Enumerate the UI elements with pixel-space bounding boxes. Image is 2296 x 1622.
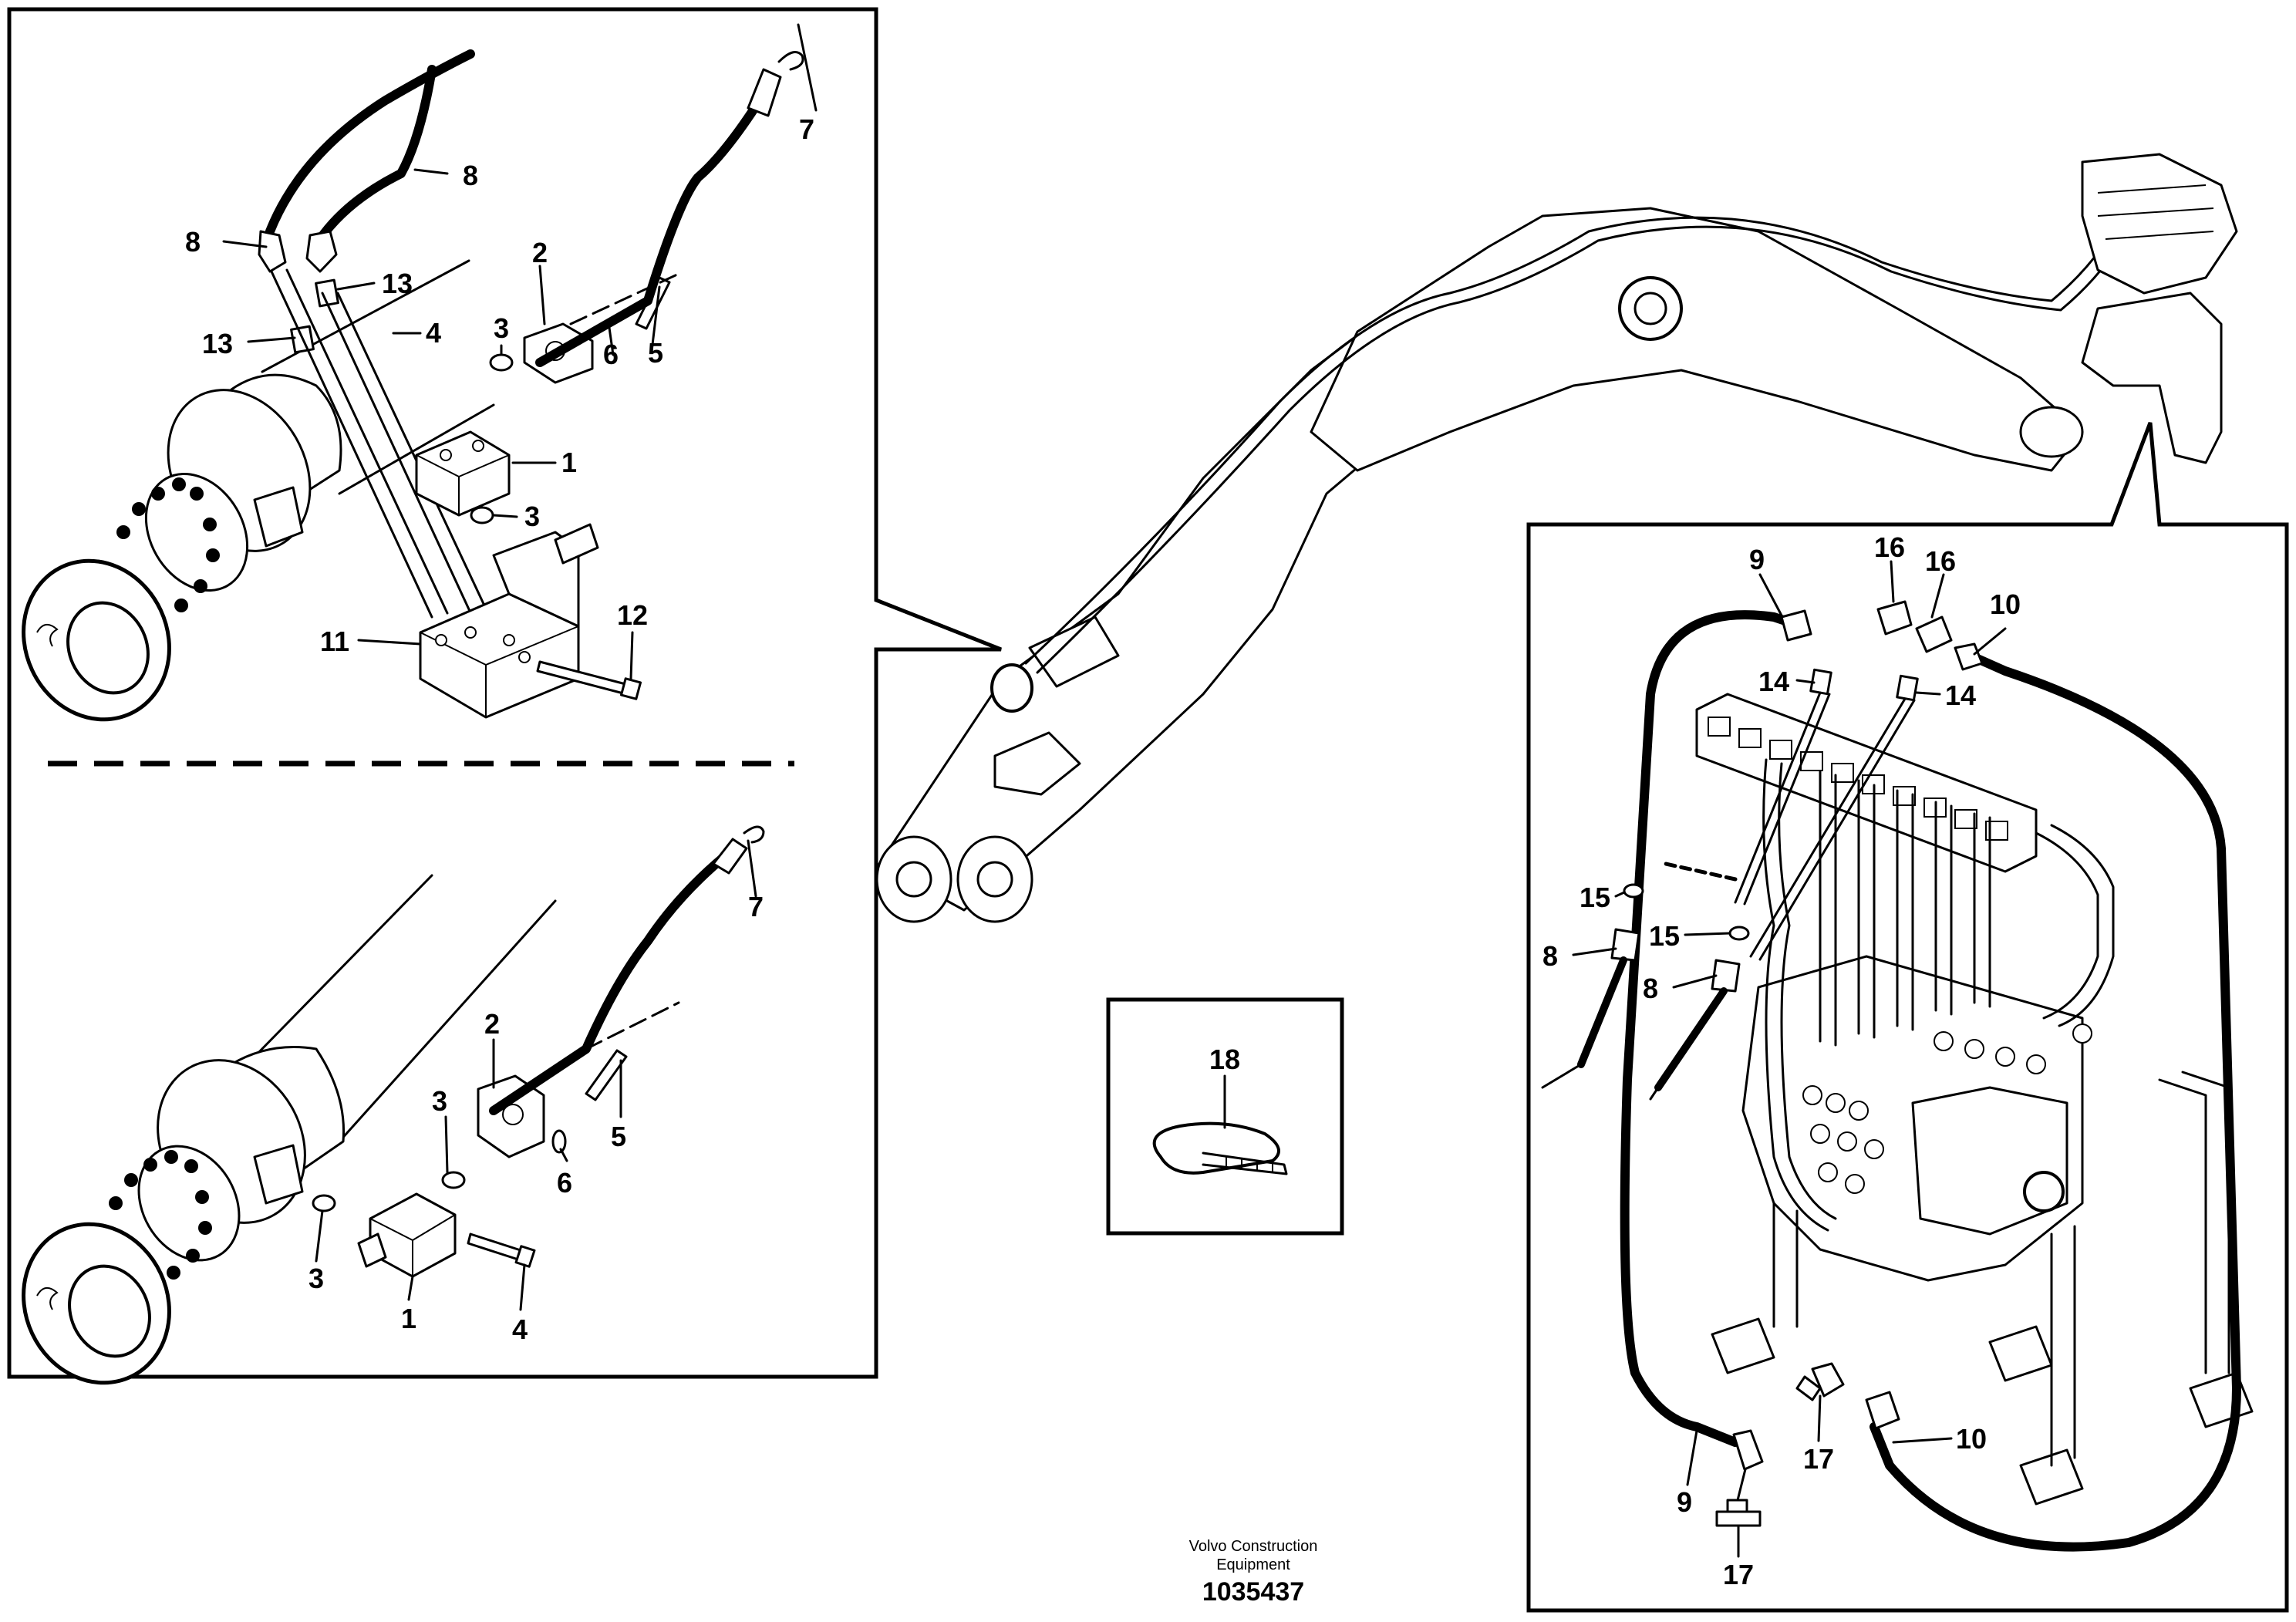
boom-overview (875, 153, 2238, 923)
callout-13-upper-right: 13 (382, 268, 413, 299)
upper-cylinder-assembly (22, 49, 804, 722)
right-inset-callouts: 9 16 16 10 14 14 15 15 8 8 10 9 17 17 (1542, 531, 2021, 1590)
callout-8-right: 8 (1643, 973, 1658, 1004)
callout-3-lower-b: 3 (308, 1263, 324, 1294)
valve-group (1541, 600, 2254, 1552)
callout-9-bottom: 9 (1677, 1486, 1692, 1518)
callout-1-upper: 1 (561, 447, 577, 478)
lower-cylinder-assembly (22, 825, 765, 1385)
accessory-box (1106, 997, 1344, 1236)
callout-8-upper-right: 8 (463, 160, 478, 191)
publisher-line-1: Volvo Construction (1188, 1538, 1318, 1555)
callout-17-lower: 17 (1723, 1559, 1754, 1590)
callout-14-left: 14 (1758, 666, 1789, 697)
callout-7-upper: 7 (799, 113, 814, 145)
callout-17-upper: 17 (1803, 1443, 1834, 1475)
callout-10-top: 10 (1990, 588, 2021, 620)
lower-left-callouts: 7 2 3 5 6 3 1 4 (308, 891, 764, 1345)
diagram-number: 1035437 (1202, 1577, 1305, 1607)
callout-16-left: 16 (1874, 531, 1905, 563)
callout-9-top: 9 (1749, 544, 1765, 575)
left-callout-frame (7, 7, 1002, 1379)
cable-tie-icon (1152, 1121, 1288, 1175)
callout-12: 12 (617, 599, 648, 631)
callout-6-upper: 6 (603, 339, 619, 370)
callout-6-lower: 6 (557, 1167, 572, 1199)
callout-1-lower: 1 (401, 1303, 416, 1334)
callout-13-upper-left: 13 (202, 328, 233, 359)
callout-2-upper: 2 (532, 237, 548, 268)
callout-5-lower: 5 (611, 1121, 626, 1152)
callout-8-left: 8 (1542, 940, 1558, 972)
callout-14-right: 14 (1945, 679, 1976, 711)
callout-15-right: 15 (1649, 920, 1680, 952)
leader-lines (222, 23, 2007, 1558)
callout-8-upper-left: 8 (185, 226, 201, 258)
callout-16-right: 16 (1925, 545, 1956, 577)
callout-3-upper-a: 3 (494, 312, 509, 344)
right-inset-frame (1526, 422, 2289, 1613)
footer: Volvo Construction Equipment 1035437 (1118, 1537, 1388, 1607)
callout-15-left: 15 (1580, 882, 1610, 913)
callout-2-lower: 2 (484, 1008, 500, 1040)
callout-4-upper: 4 (426, 317, 441, 349)
callout-4-lower: 4 (512, 1313, 528, 1345)
callout-3-upper-b: 3 (524, 501, 540, 532)
publisher-line-2: Equipment (1216, 1556, 1290, 1573)
callout-5-upper: 5 (648, 337, 663, 369)
callout-11: 11 (320, 626, 349, 657)
callout-18: 18 (1209, 1044, 1240, 1075)
callout-3-lower-a: 3 (432, 1085, 447, 1117)
callout-7-lower: 7 (748, 891, 764, 922)
callout-10-bottom: 10 (1956, 1423, 1987, 1455)
upper-left-callouts: 7 8 8 13 13 2 4 3 5 6 1 3 11 12 (185, 113, 814, 657)
